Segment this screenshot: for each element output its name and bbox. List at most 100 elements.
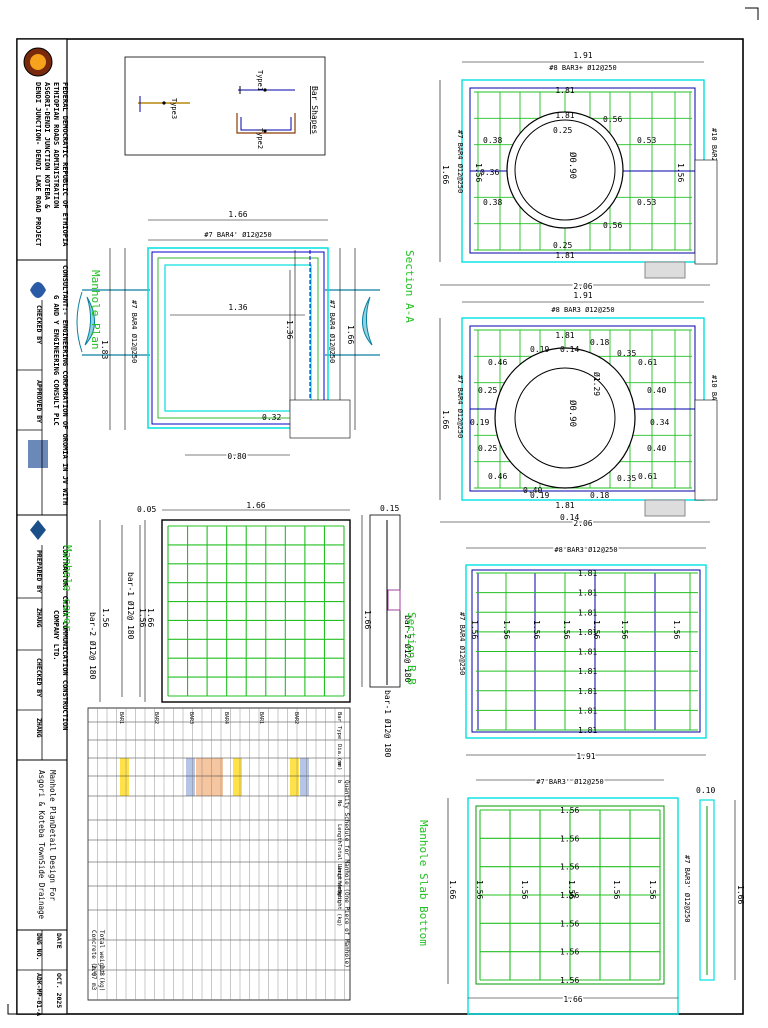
slab-thickness-dim: 0.10 <box>696 786 715 795</box>
plan-bottom-dim: 0.80 <box>227 452 246 461</box>
section-bb-grid: 1.811.811.811.811.811.811.811.811.811.56… <box>470 569 698 735</box>
slab-row-dim: 1.56 <box>560 806 579 815</box>
aa-dim-040-lower: 0.40 <box>523 486 542 495</box>
cover-section-height: 1.66 <box>363 610 372 629</box>
aa-dim-038-b: 0.38 <box>483 198 502 207</box>
aa-diameter-1: Ø0.90 <box>567 152 578 179</box>
schedule-section-label: BAR1 <box>258 712 264 724</box>
schedule-highlight-cell <box>233 758 242 796</box>
aa-dim-018-bot: 0.18 <box>590 491 609 500</box>
date-label: DATE <box>55 933 63 949</box>
plan-width-dim: 1.66 <box>228 210 247 219</box>
aa-dim-181-top: 1.81 <box>555 86 574 95</box>
slab-top-bar-label: #7 BAR3' Ø12@250 <box>536 778 603 786</box>
schedule-section-label: BAR1 <box>118 712 124 724</box>
slab-col-dim: 1.56 <box>475 880 484 899</box>
section-aa-title: Section A-A <box>403 250 416 323</box>
cover-section-bar2: bar-2 Ø12@ 180 <box>403 615 413 683</box>
schedule-header: No <box>336 800 342 807</box>
cover-thickness-dim: 0.05 <box>137 505 156 514</box>
aa-dim-035-bot: 0.35 <box>617 474 636 483</box>
cover-height-dim-1: 1.66 <box>146 608 155 627</box>
employer-line-3: ASGORI-DENDI JUNCTION KOTEBA & <box>43 82 51 209</box>
aa-dim-034: 0.34 <box>650 418 669 427</box>
cover-bar2-label: bar-2 Ø12@ 180 <box>88 612 98 680</box>
schedule-total-value: 1.8 <box>98 965 105 976</box>
aa-lower-181-top: 1.81 <box>555 331 574 340</box>
plan-inner-height-dim: 1.36 <box>285 320 294 339</box>
employer-line-2: ETHIOPIAN ROADS ADMINISTRATION <box>52 82 60 208</box>
bb-row-dim: 1.81 <box>578 628 597 637</box>
bb-col-dim: 1.56 <box>672 620 681 639</box>
schedule-header: Dia.(mm) <box>336 744 342 771</box>
aa-top-dim-2: 1.91 <box>573 291 592 300</box>
hatch-footing-2 <box>644 499 686 517</box>
employer-line-4: DENDI JUNCTION- DENDI LAKE ROAD PROJECT <box>34 82 42 246</box>
schedule-highlight-cell <box>300 758 309 796</box>
bb-left-bar-label: #7 BAR4 Ø12@250 <box>458 612 466 675</box>
aa-bottom-dim-1: 2.06 <box>573 282 592 291</box>
cover-title: Manhole cover <box>61 545 74 631</box>
schedule-header: b <box>336 780 342 783</box>
consultant-line-2: G AND Y ENGINEERING CONSULT PLC <box>52 295 60 426</box>
bb-row-dim: 1.81 <box>578 687 597 696</box>
aa-dim-046-bot: 0.46 <box>488 472 507 481</box>
checked-by-name: ZHANG <box>35 718 43 738</box>
schedule-header: Bar <box>336 712 342 723</box>
plan-title: Manhole Plan <box>89 270 102 349</box>
aa-dim-019-side: 0.19 <box>470 418 489 427</box>
aa-dim-025-b: 0.25 <box>553 241 572 250</box>
aa-dim-156-right: 1.56 <box>676 163 685 182</box>
slab-width-dim: 1.66 <box>563 995 582 1004</box>
aa-dim-046-top: 0.46 <box>488 358 507 367</box>
bb-col-dim: 1.56 <box>562 620 571 639</box>
schedule-total-label: Total weight (kg) <box>98 930 105 991</box>
contractor-line-2: COMPANY LTD. <box>52 610 60 661</box>
type2-label: Type2 <box>256 128 264 149</box>
aa-left-dim-1: 1.66 <box>441 165 450 184</box>
title-block: FEDERAL DEMOCRATIC REPUBLIC OF ETHIOPIA … <box>16 38 69 1016</box>
prepared-by-label: PREPARED BY <box>35 550 43 593</box>
aa-dim-019-top: 0.19 <box>530 345 549 354</box>
cover-height-dim-2: 1.56 <box>138 608 147 627</box>
bb-col-dim: 1.56 <box>532 620 541 639</box>
schedule-highlight-cell <box>214 758 223 796</box>
aa-dim-181-mid: 1.81 <box>555 111 574 120</box>
aa-dim-056-b: 0.56 <box>603 221 622 230</box>
aa-dim-056-a: 0.56 <box>603 115 622 124</box>
aa-left-bar-2: #7 BAR4 Ø12@250 <box>456 375 464 438</box>
aa-dim-053-b: 0.53 <box>637 198 656 207</box>
bb-col-dim: 1.56 <box>502 620 511 639</box>
aa-dim-019-bot: 0.19 <box>530 491 549 500</box>
bb-top-bar-label: #8 BAR3 Ø12@250 <box>554 546 617 554</box>
plan-right-bar-label: #7 BAR4 Ø12@250 <box>328 300 336 363</box>
aa-dim-014-top: 0.14 <box>560 345 579 354</box>
schedule-section-label: BAR4 <box>223 712 229 724</box>
checked-by-label: CHECKED BY <box>35 305 43 344</box>
slab-col-dim: 1.56 <box>520 880 529 899</box>
aa-inner-diameter: Ø1.29 <box>592 372 602 396</box>
slab-right-bar-label: #7 BAR3' Ø12@250 <box>683 855 691 922</box>
pipe-end-left-icon <box>84 296 95 346</box>
manhole-plan: 1.66 #7 BAR4' Ø12@250 1.36 1.83 #7 BAR4 … <box>76 210 380 463</box>
contractor-logo-icon <box>30 520 46 540</box>
plan-pipe-wall-dim: 0.32 <box>262 413 281 422</box>
bb-row-dim: 1.81 <box>578 667 597 676</box>
date-value: OCT. 2025 <box>55 973 63 1008</box>
schedule-header: Type <box>336 726 342 739</box>
schedule-concrete-value: 2.07 m3 <box>90 965 97 991</box>
bb-col-dim: 1.56 <box>592 620 601 639</box>
aa-dim-040-bot: 0.40 <box>647 444 666 453</box>
aa-dim-018-top: 0.18 <box>590 338 609 347</box>
slab-row-dim: 1.56 <box>560 863 579 872</box>
bb-row-dim: 1.81 <box>578 726 597 735</box>
bb-row-dim: 1.81 <box>578 648 597 657</box>
aa-top-dim-1: 1.91 <box>573 51 592 60</box>
schedule-highlight-cell <box>205 758 214 796</box>
checked-by-label-2: CHECKED BY <box>35 658 43 697</box>
pipe-end-right-icon <box>362 296 373 346</box>
cover-section-thickness: 0.15 <box>380 504 399 513</box>
